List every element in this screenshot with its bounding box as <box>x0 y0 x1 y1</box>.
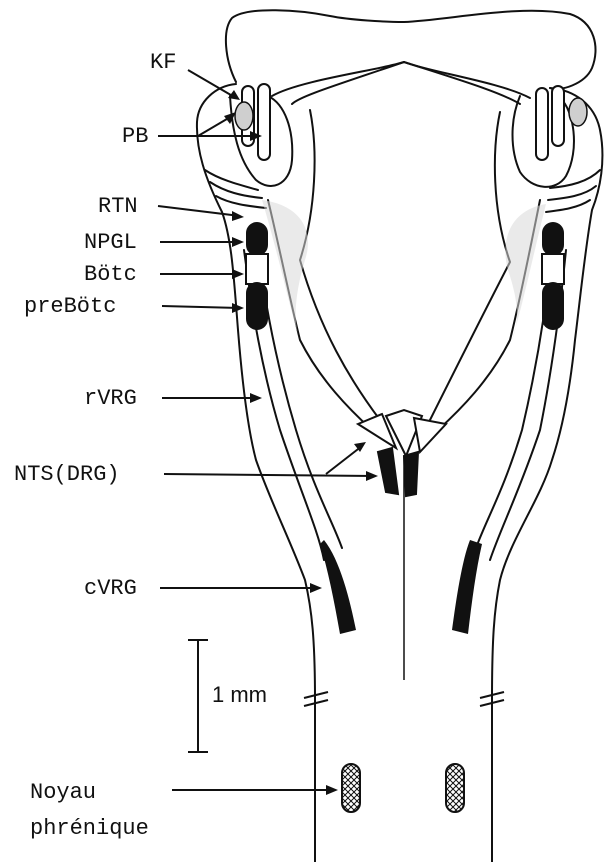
fourth-ventricle <box>272 62 530 98</box>
scale-bar <box>188 640 208 752</box>
top-lobe-outline <box>226 10 596 89</box>
label-rvrg: rVRG <box>84 386 137 411</box>
right-vrg-column <box>452 222 564 634</box>
left-outer-contour <box>197 84 315 862</box>
label-npgl: NPGL <box>84 230 137 255</box>
label-kf: KF <box>150 50 176 75</box>
label-nts: NTS(DRG) <box>14 462 120 487</box>
label-prebotc: preBötc <box>24 294 116 319</box>
label-pb: PB <box>122 124 148 149</box>
label-cvrg: cVRG <box>84 576 137 601</box>
label-rtn: RTN <box>98 194 138 219</box>
label-botc: Bötc <box>84 262 137 287</box>
phrenic-nucleus-right <box>446 764 464 812</box>
phrenic-nucleus-left <box>342 764 360 812</box>
nts-area <box>358 410 446 496</box>
label-phrenique: phrénique <box>30 816 149 841</box>
right-outer-contour <box>492 88 602 862</box>
label-noyau: Noyau <box>30 780 96 805</box>
scale-bar-label: 1 mm <box>212 682 267 707</box>
